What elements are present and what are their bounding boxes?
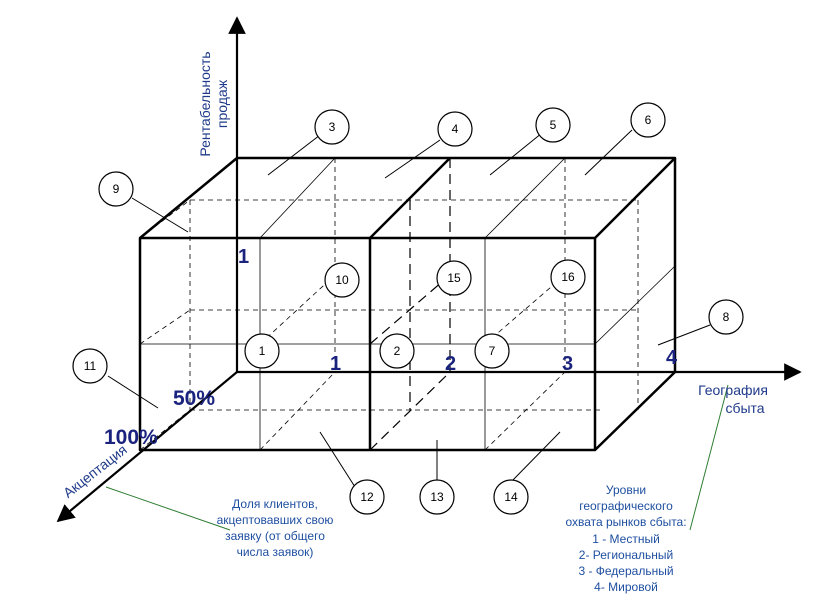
note-levels-line-2: географического bbox=[579, 499, 673, 513]
geo-tick-2: 2 bbox=[445, 353, 456, 375]
callout-14 bbox=[493, 479, 529, 515]
callout-label-11: 11 bbox=[84, 359, 97, 373]
grid-dashed bbox=[139, 158, 639, 451]
geo-tick-4: 4 bbox=[666, 347, 678, 369]
callout-8 bbox=[708, 299, 744, 335]
callout-12 bbox=[349, 479, 385, 515]
cube-top-divider bbox=[369, 157, 451, 239]
callout-label-9: 9 bbox=[113, 182, 120, 196]
callout-10 bbox=[324, 262, 360, 298]
callout-label-8: 8 bbox=[723, 310, 730, 324]
note-clients-line-2: акцептовавших свою bbox=[217, 513, 334, 527]
horizontal-axis-label-line1: География bbox=[698, 382, 768, 398]
pct-tick-100: 100% bbox=[104, 426, 158, 449]
note-clients: Доля клиентов, акцептовавших свою заявку… bbox=[217, 497, 334, 559]
callout-4 bbox=[437, 111, 473, 147]
callout-6 bbox=[630, 102, 666, 138]
callout-label-4: 4 bbox=[452, 122, 459, 136]
depth-axis bbox=[56, 371, 238, 523]
note-levels: Уровни географического охвата рынков сбы… bbox=[565, 483, 686, 594]
callout-label-14: 14 bbox=[504, 490, 518, 504]
pct-tick-50: 50% bbox=[173, 387, 215, 410]
geo-tick-3: 3 bbox=[562, 353, 573, 375]
geo-tick-1: 1 bbox=[330, 353, 341, 375]
callouts bbox=[72, 102, 744, 515]
note-leaders bbox=[105, 384, 729, 531]
callout-label-5: 5 bbox=[550, 118, 557, 132]
callout-label-7: 7 bbox=[489, 344, 496, 358]
vertical-tick-1: 1 bbox=[238, 246, 249, 268]
callout-2 bbox=[379, 333, 415, 369]
callout-7 bbox=[474, 333, 510, 369]
callout-label-2: 2 bbox=[394, 344, 401, 358]
callout-label-15: 15 bbox=[447, 271, 461, 285]
note-levels-line-6: 3 - Федеральный bbox=[578, 564, 673, 578]
horizontal-axis-label-line2: сбыта bbox=[725, 400, 764, 416]
callout-label-1: 1 bbox=[259, 344, 266, 358]
note-levels-line-5: 2- Региональный bbox=[579, 548, 673, 562]
callout-label-3: 3 bbox=[329, 120, 336, 134]
callout-label-16: 16 bbox=[561, 270, 575, 284]
callout-label-12: 12 bbox=[360, 490, 374, 504]
callout-label-6: 6 bbox=[645, 113, 652, 127]
tick-labels: 1 1 2 3 4 50% 100% bbox=[104, 246, 678, 449]
note-clients-line-1: Доля клиентов, bbox=[232, 497, 318, 511]
callout-label-10: 10 bbox=[335, 273, 349, 287]
vertical-axis-label-line1: Рентабельность bbox=[197, 51, 213, 156]
callout-label-13: 13 bbox=[430, 490, 444, 504]
callout-5 bbox=[535, 107, 571, 143]
leader-lines bbox=[107, 129, 711, 488]
callout-3 bbox=[314, 109, 350, 145]
callout-13 bbox=[419, 479, 455, 515]
note-clients-line-3: заявку (от общего bbox=[225, 529, 325, 543]
note-levels-line-3: охвата рынков сбыта: bbox=[565, 515, 686, 529]
cube-edges bbox=[138, 156, 677, 452]
callout-11 bbox=[72, 348, 108, 384]
axes bbox=[56, 16, 802, 523]
callout-16 bbox=[550, 259, 586, 295]
vertical-axis-label-line2: продаж bbox=[214, 79, 230, 128]
callout-labels: 3 4 5 6 9 10 15 16 8 1 2 7 11 12 13 14 bbox=[84, 113, 730, 504]
cube-top-face bbox=[139, 156, 677, 239]
cube-right-face bbox=[594, 158, 677, 451]
note-levels-line-4: 1 - Местный bbox=[592, 532, 660, 546]
note-levels-line-7: 4- Мировой bbox=[594, 580, 658, 594]
note-clients-line-4: числа заявок) bbox=[237, 545, 314, 559]
callout-9 bbox=[98, 171, 134, 207]
callout-15 bbox=[436, 260, 472, 296]
middle-partition bbox=[369, 158, 451, 451]
callout-1 bbox=[244, 333, 280, 369]
note-levels-line-1: Уровни bbox=[606, 483, 646, 497]
